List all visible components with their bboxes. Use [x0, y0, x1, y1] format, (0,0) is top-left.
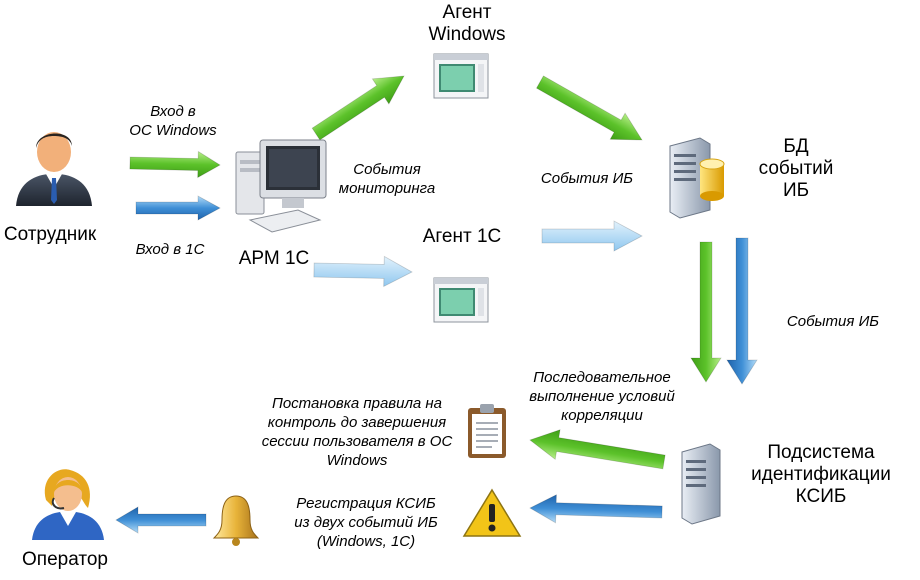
- arrow-to-agent-windows: [311, 75, 405, 141]
- correlation-label: Последовательное выполнение условий корр…: [518, 368, 686, 425]
- employee-label: Сотрудник: [3, 224, 97, 245]
- events-db-label-line-3: ИБ: [782, 180, 810, 201]
- operator-label: Оператор: [22, 549, 108, 570]
- events-db-label-line-2: событий: [758, 158, 834, 179]
- agent-window-icon: [433, 53, 489, 99]
- agent-1c-label: Агент 1С: [422, 226, 502, 247]
- computer-icon: [235, 139, 327, 233]
- arrow-subsystem-to-warning: [529, 494, 663, 524]
- arrow-db-to-subsystem-green: [690, 241, 722, 383]
- arrow-db-to-subsystem-blue: [726, 237, 758, 385]
- monitoring-events-label: События мониторинга: [328, 160, 446, 198]
- agent-windows-label: Агент Windows: [406, 2, 528, 46]
- arrow-login-1c: [135, 195, 221, 221]
- employee-avatar-icon: [16, 132, 92, 206]
- arrow-bell-to-operator: [115, 506, 207, 534]
- rule-setup-label-line-3: сессии пользователя в ОС: [261, 433, 453, 450]
- subsystem-label-line-3: КСИБ: [795, 486, 847, 507]
- monitoring-events-label-line-2: мониторинга: [338, 180, 436, 197]
- subsystem-label-line-2: идентификации: [751, 464, 891, 485]
- rule-setup-label-line-1: Постановка правила на: [271, 395, 443, 412]
- login-windows-label: Вход в ОС Windows: [112, 102, 234, 140]
- arrow-agent-windows-to-db: [535, 75, 643, 141]
- registration-label-line-1: Регистрация КСИБ: [296, 495, 436, 512]
- agent-windows-label-line-1: Агент: [442, 2, 492, 23]
- rule-setup-label: Постановка правила на контроль до заверш…: [252, 394, 462, 470]
- events-db-label: БД событий ИБ: [748, 136, 844, 202]
- monitoring-events-label-line-1: События: [353, 161, 421, 178]
- operator-avatar-icon: [32, 469, 104, 540]
- correlation-label-line-1: Последовательное: [533, 369, 671, 386]
- events-db-label-line-1: БД: [783, 136, 809, 157]
- rule-setup-label-line-4: Windows: [326, 452, 388, 469]
- arrow-login-windows: [129, 150, 221, 179]
- correlation-label-line-2: выполнение условий: [529, 388, 675, 405]
- rule-setup-label-line-2: контроль до завершения: [267, 414, 447, 431]
- correlation-label-line-3: корреляции: [561, 407, 643, 424]
- clipboard-icon: [468, 404, 506, 458]
- arrow-agent-1c-to-db: [541, 220, 643, 252]
- registration-label-line-3: (Windows, 1С): [316, 533, 416, 550]
- warning-icon: [462, 488, 522, 537]
- registration-label-line-2: из двух событий ИБ: [294, 514, 438, 531]
- is-events-top-label: События ИБ: [540, 170, 634, 187]
- subsystem-label: Подсистема идентификации КСИБ: [748, 442, 894, 508]
- database-server-icon: [669, 137, 725, 219]
- workstation-label: АРМ 1С: [238, 248, 310, 269]
- agent-window-icon: [433, 277, 489, 323]
- subsystem-label-line-1: Подсистема: [767, 442, 875, 463]
- bell-icon: [212, 495, 260, 546]
- login-windows-label-line-1: Вход в: [150, 103, 196, 120]
- login-windows-label-line-2: ОС Windows: [129, 122, 217, 139]
- arrow-subsystem-to-clipboard: [529, 429, 666, 470]
- registration-label: Регистрация КСИБ из двух событий ИБ (Win…: [276, 494, 456, 551]
- server-icon: [681, 443, 721, 525]
- is-events-right-label: События ИБ: [786, 313, 880, 330]
- arrow-to-agent-1c: [313, 255, 413, 288]
- agent-windows-label-line-2: Windows: [428, 24, 506, 45]
- login-1c-label: Вход в 1С: [135, 241, 205, 258]
